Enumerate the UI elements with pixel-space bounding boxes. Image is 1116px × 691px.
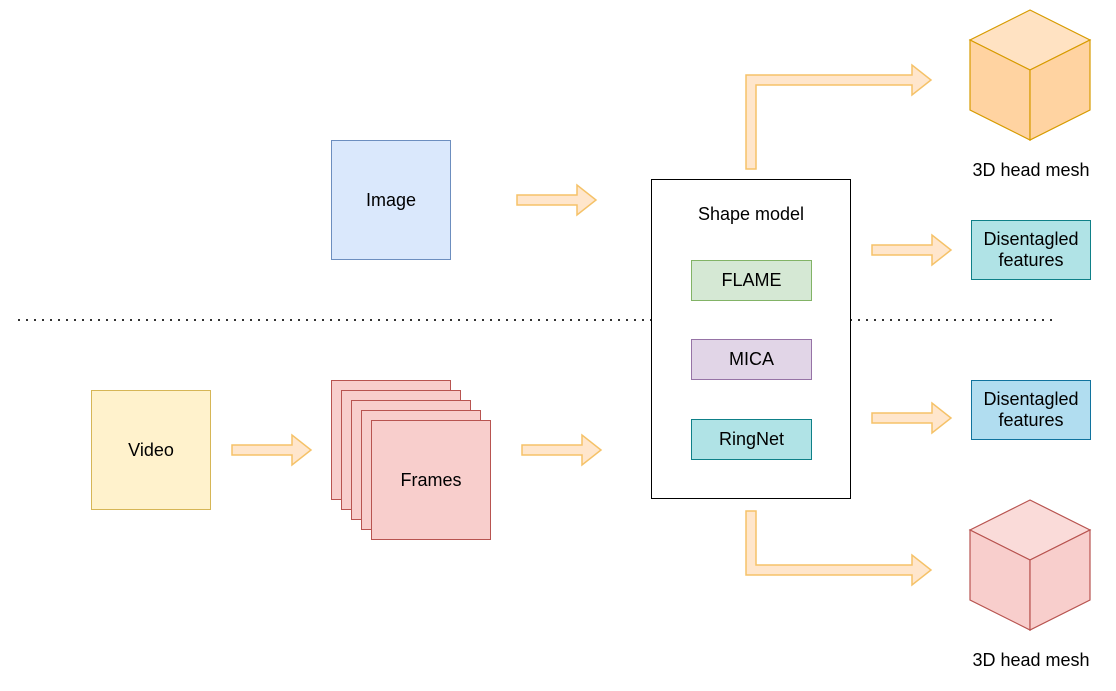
arrow-image-to-model — [516, 183, 598, 217]
arrow-video-to-frames — [231, 433, 313, 467]
video-input-box: Video — [91, 390, 211, 510]
video-label: Video — [128, 439, 174, 460]
arrow-model-to-mesh-bottom — [745, 510, 933, 587]
mesh-bottom-caption: 3D head mesh — [972, 650, 1090, 670]
frames-label: Frames — [400, 469, 462, 490]
model-ringnet: RingNet — [691, 419, 812, 460]
model-mica: MICA — [691, 339, 812, 380]
features-bottom-box: Disentagled features — [971, 380, 1091, 440]
arrow-model-to-features-bottom — [871, 401, 953, 435]
shape-model-box: Shape model FLAME MICA RingNet — [651, 179, 851, 499]
features-top-label: Disentagled features — [983, 229, 1079, 270]
arrow-frames-to-model — [521, 433, 603, 467]
arrow-model-to-features-top — [871, 233, 953, 267]
cube-icon — [968, 9, 1092, 141]
model-mica-label: MICA — [729, 349, 774, 369]
model-flame: FLAME — [691, 260, 812, 301]
model-flame-label: FLAME — [721, 270, 782, 290]
mesh-top-caption: 3D head mesh — [972, 160, 1090, 180]
features-bottom-label: Disentagled features — [983, 389, 1079, 430]
arrow-model-to-mesh-top — [745, 63, 933, 170]
features-top-box: Disentagled features — [971, 220, 1091, 280]
cube-icon — [968, 499, 1092, 631]
image-input-box: Image — [331, 140, 451, 260]
shape-model-title: Shape model — [697, 204, 805, 224]
model-ringnet-label: RingNet — [718, 429, 785, 449]
frames-box: Frames — [371, 420, 491, 540]
image-label: Image — [365, 189, 417, 210]
